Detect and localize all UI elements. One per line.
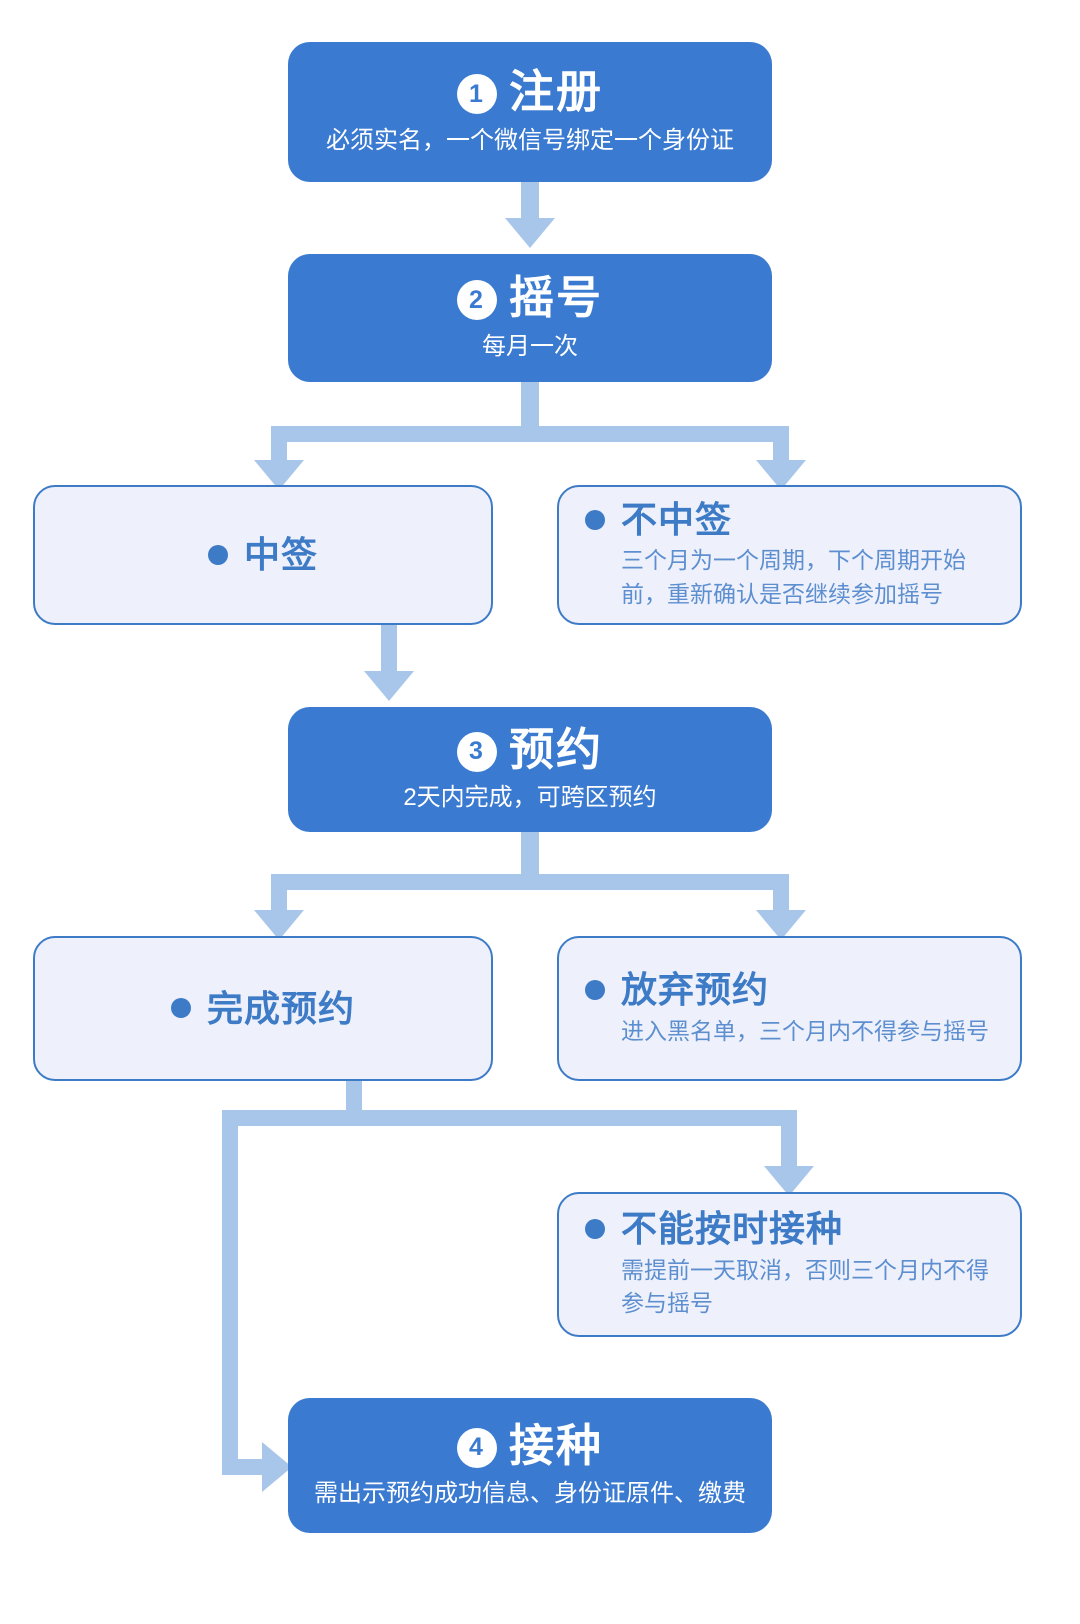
connector-step2-left-drop [271,426,287,466]
step-4-title: 接种 [508,1419,603,1471]
outcome-wancheng-yuyue-box: 完成预约 [33,936,493,1081]
bullet-dot-icon [170,998,191,1019]
bullet-dot-icon [585,979,605,1000]
outcome-bunenganshi-heading-row: 不能按时接种 [585,1208,996,1249]
step-2-title: 摇号 [508,272,603,324]
outcome-fangqi-yuyue-heading-row: 放弃预约 [585,969,996,1010]
step-2-lottery-box: 2 摇号 每月一次 [288,254,772,382]
step-1-register-box: 1 注册 必须实名，一个微信号绑定一个身份证 [288,42,772,182]
outcome-buzhongqian-body: 三个月为一个周期，下个周期开始前，重新确认是否继续参加摇号 [621,547,966,607]
step-4-subtitle: 需出示预约成功信息、身份证原件、缴费 [314,1480,746,1508]
arrow-step3-to-fangqi [756,910,806,940]
arrow-zhongqian-step3-head [364,671,414,701]
outcome-bunenganshi-heading: 不能按时接种 [621,1208,844,1250]
outcome-fangqi-yuyue-body: 进入黑名单，三个月内不得参与摇号 [621,1017,989,1044]
arrow-step3-to-wancheng [254,910,304,940]
outcome-buzhongqian-heading-row: 不中签 [585,499,996,540]
step-2-number-badge: 2 [456,280,497,320]
connector-step3-split-stem [521,832,539,882]
bullet-dot-icon [585,1219,605,1240]
outcome-wancheng-yuyue-heading-row: 完成预约 [170,987,355,1029]
step-1-number-badge: 1 [456,74,497,114]
step-4-number-badge: 4 [456,1427,497,1468]
outcome-buzhongqian-heading: 不中签 [621,498,733,540]
step-3-title-row: 3 预约 [456,723,603,775]
connector-step2-right-drop [773,426,789,466]
arrow-to-step4 [262,1442,292,1492]
outcome-fangqi-yuyue-heading: 放弃预约 [621,969,770,1011]
outcome-bunenganshi-box: 不能按时接种 需提前一天取消，否则三个月内不得参与摇号 [557,1192,1022,1337]
connector-wancheng-to-step4-horizontal [222,1459,267,1475]
step-1-title: 注册 [508,66,603,118]
step-3-title: 预约 [508,723,603,775]
step-1-subtitle: 必须实名，一个微信号绑定一个身份证 [326,126,734,154]
step-3-number-badge: 3 [456,731,497,772]
connector-wancheng-bar [222,1110,797,1126]
arrow-step1-step2-head [505,218,555,248]
arrow-to-bunenganshi [764,1166,814,1196]
step-4-title-row: 4 接种 [456,1419,603,1471]
connector-to-bunenganshi-drop [781,1110,797,1172]
connector-zhongqian-step3-stem [381,625,397,677]
step-2-subtitle: 每月一次 [482,332,578,360]
outcome-zhongqian-heading: 中签 [243,534,318,576]
outcome-bunenganshi-body: 需提前一天取消，否则三个月内不得参与摇号 [621,1256,989,1317]
connector-wancheng-stem [346,1081,362,1117]
connector-step2-split-bar [271,426,789,442]
step-3-appointment-box: 3 预约 2天内完成，可跨区预约 [288,707,772,832]
step-1-title-row: 1 注册 [456,66,603,118]
outcome-zhongqian-heading-row: 中签 [207,534,318,576]
outcome-fangqi-yuyue-box: 放弃预约 进入黑名单，三个月内不得参与摇号 [557,936,1022,1081]
connector-step3-split-bar [271,874,789,890]
connector-step3-right-drop [773,874,789,916]
connector-step3-left-drop [271,874,287,916]
step-2-title-row: 2 摇号 [456,272,603,324]
step-4-vaccination-box: 4 接种 需出示预约成功信息、身份证原件、缴费 [288,1398,772,1533]
bullet-dot-icon [207,544,228,565]
connector-step2-split-stem [521,382,539,434]
connector-step1-step2-stem [521,182,539,224]
bullet-dot-icon [585,509,605,530]
outcome-wancheng-yuyue-heading: 完成预约 [206,987,355,1029]
outcome-buzhongqian-box: 不中签 三个月为一个周期，下个周期开始前，重新确认是否继续参加摇号 [557,485,1022,625]
step-3-subtitle: 2天内完成，可跨区预约 [403,784,657,812]
outcome-zhongqian-box: 中签 [33,485,493,625]
connector-wancheng-left-vertical [222,1110,238,1475]
